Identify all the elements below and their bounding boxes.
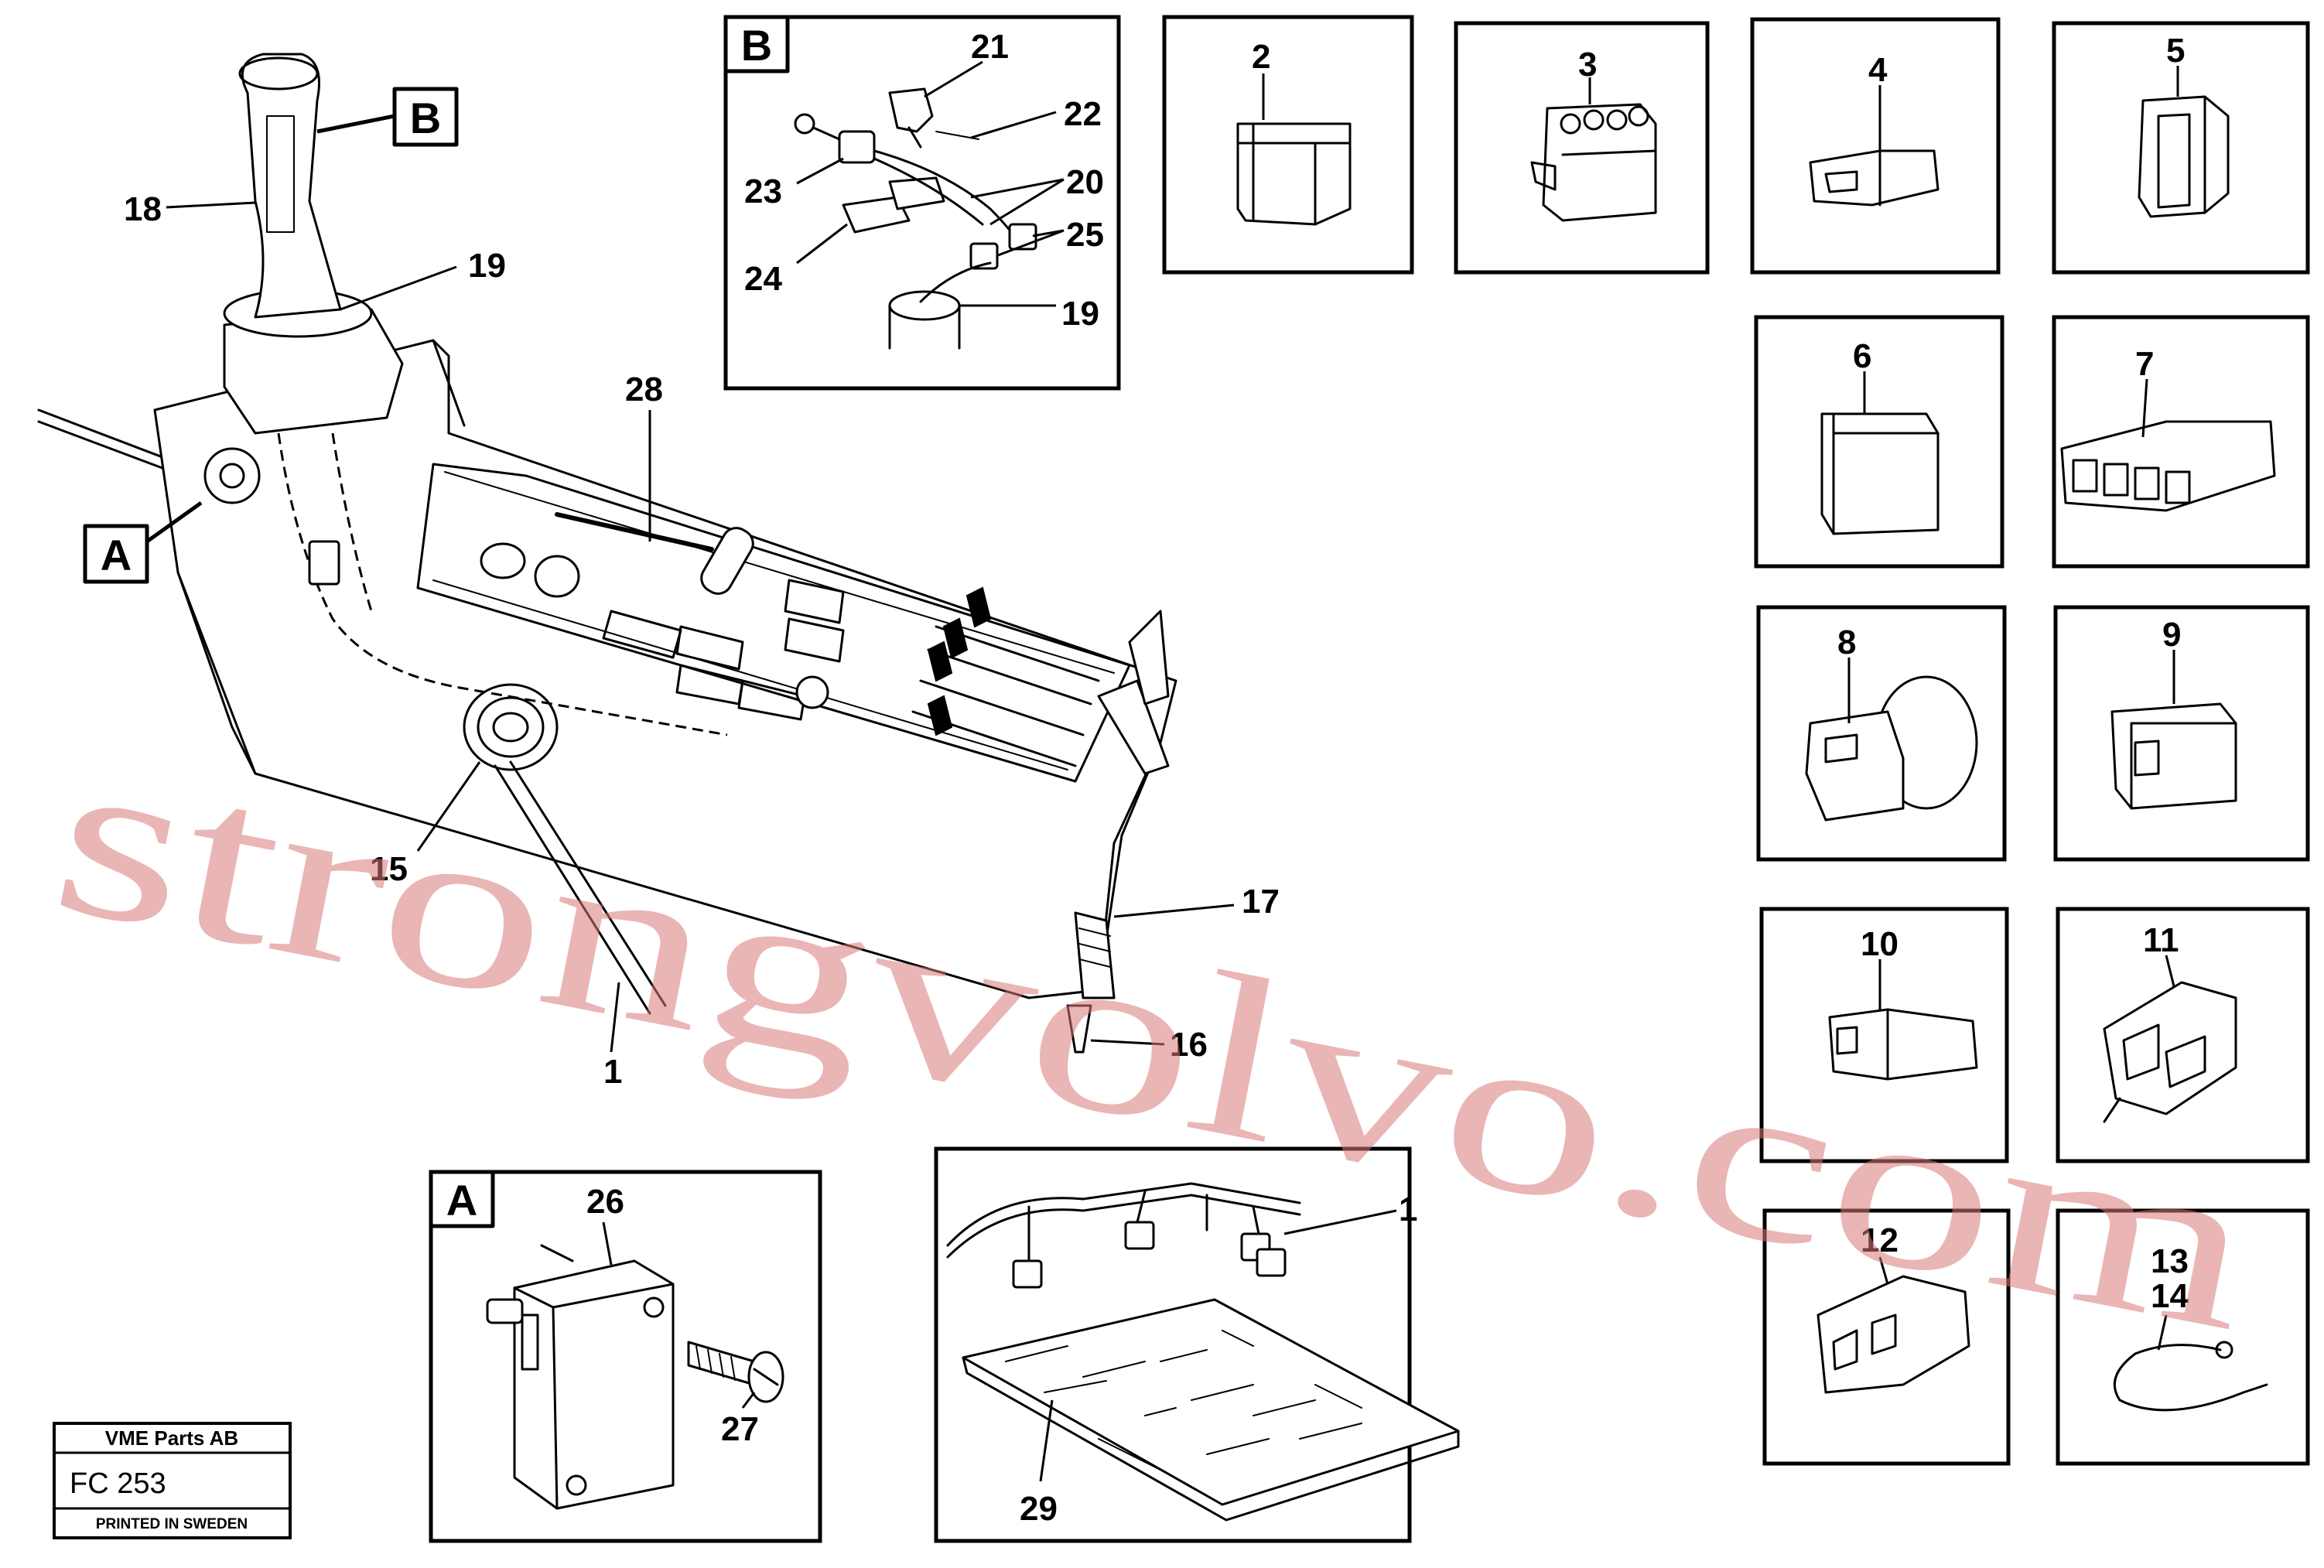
title-block-company: VME Parts AB (105, 1426, 238, 1450)
detail-b-box-label: B (741, 21, 772, 70)
part-10-panel: 10 (1759, 907, 2009, 1163)
callout-18: 18 (124, 190, 162, 228)
part-9-panel: 9 (2053, 605, 2310, 862)
title-block-code: FC 253 (70, 1467, 166, 1500)
callout-26: 26 (586, 1183, 624, 1221)
callout-1b: 1 (1399, 1191, 1417, 1228)
part-3-panel: 3 (1454, 21, 1710, 275)
callout-23: 23 (744, 173, 782, 210)
callout-12: 12 (1861, 1221, 1899, 1259)
detail-marker-a: A (83, 500, 203, 584)
part-7-panel: 7 (2052, 315, 2310, 569)
callout-1: 1 (603, 1053, 622, 1091)
detail-a-panel: A 26 27 (429, 1170, 822, 1543)
callout-21: 21 (971, 28, 1009, 66)
callout-28: 28 (625, 371, 663, 408)
circuit-board-panel: 1 29 (934, 1146, 1460, 1543)
callout-17: 17 (1242, 883, 1280, 921)
callout-14: 14 (2151, 1277, 2189, 1315)
part-5-panel: 5 (2052, 21, 2310, 275)
callout-3: 3 (1578, 46, 1597, 84)
part-8-panel: 8 (1756, 605, 2007, 862)
detail-b-panel: B 21 22 23 20 25 24 19 (723, 15, 1121, 391)
callout-16: 16 (1170, 1026, 1208, 1064)
callout-2: 2 (1252, 38, 1270, 76)
callout-10: 10 (1861, 925, 1899, 963)
callout-20: 20 (1066, 163, 1104, 201)
detail-marker-b-label: B (410, 94, 441, 142)
callout-19b: 19 (1061, 295, 1099, 333)
part-12-panel: 12 (1762, 1208, 2011, 1466)
title-block-printed: PRINTED IN SWEDEN (96, 1516, 248, 1532)
callout-25: 25 (1066, 216, 1104, 254)
detail-marker-a-label: A (101, 531, 132, 579)
callout-5: 5 (2166, 32, 2185, 70)
part-13-14-panel: 13 14 (2056, 1208, 2310, 1466)
part-2-panel: 2 (1162, 15, 1414, 275)
callout-29: 29 (1020, 1490, 1058, 1528)
detail-marker-b: B (316, 87, 459, 147)
callout-8: 8 (1837, 623, 1856, 661)
callout-19: 19 (468, 247, 506, 285)
callout-13: 13 (2151, 1242, 2189, 1280)
callout-24: 24 (744, 260, 782, 298)
control-console-drawing (37, 53, 1177, 1054)
callout-6: 6 (1853, 337, 1871, 375)
part-11-panel: 11 (2056, 907, 2310, 1163)
part-6-panel: 6 (1754, 315, 2004, 569)
main-callouts: 18 19 28 15 1 17 16 (124, 190, 1280, 1091)
callout-9: 9 (2162, 616, 2181, 654)
callout-11: 11 (2143, 921, 2179, 959)
part-4-panel: 4 (1750, 17, 2001, 275)
detail-a-box-label: A (446, 1176, 477, 1225)
callout-22: 22 (1064, 95, 1102, 133)
callout-7: 7 (2135, 345, 2154, 383)
title-block: VME Parts AB FC 253 PRINTED IN SWEDEN (53, 1422, 292, 1539)
callout-15: 15 (370, 850, 408, 888)
callout-4: 4 (1868, 51, 1888, 89)
callout-27: 27 (721, 1410, 759, 1448)
